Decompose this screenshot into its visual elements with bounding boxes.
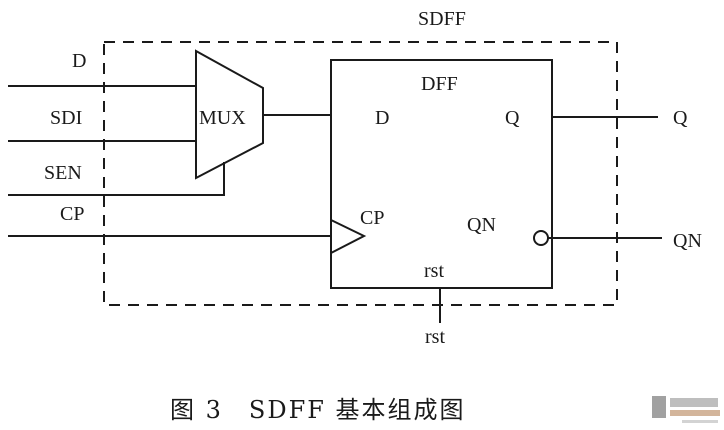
- wire-sen: [8, 162, 225, 196]
- clock-edge-icon: [330, 219, 367, 254]
- mux-label: MUX: [199, 107, 246, 129]
- dff-port-rst: rst: [424, 260, 444, 282]
- dff-port-cp: CP: [360, 207, 384, 229]
- input-label-cp: CP: [60, 203, 84, 225]
- dff-port-d: D: [375, 107, 389, 129]
- sdff-label: SDFF: [418, 8, 466, 30]
- output-label-q: Q: [673, 107, 688, 129]
- figure-caption: 图 3 SDFF 基本组成图: [170, 396, 466, 424]
- dff-port-q: Q: [505, 107, 520, 129]
- input-label-d: D: [72, 50, 86, 72]
- input-label-rst: rst: [425, 326, 445, 348]
- mux-block: [195, 49, 264, 180]
- input-label-sen: SEN: [44, 162, 82, 184]
- logo-url-block: [670, 410, 720, 416]
- site-logo-icon: [652, 394, 722, 428]
- input-label-sdi: SDI: [50, 107, 82, 129]
- logo-text-block: [670, 398, 718, 407]
- inversion-bubble-icon: [533, 230, 549, 246]
- logo-mark: [652, 396, 666, 418]
- logo-tagline-block: [682, 420, 718, 423]
- dff-label: DFF: [421, 73, 458, 95]
- sdff-boundary: [103, 41, 618, 306]
- dff-block: [330, 59, 553, 289]
- dff-port-qn: QN: [467, 214, 496, 236]
- output-label-qn: QN: [673, 230, 702, 252]
